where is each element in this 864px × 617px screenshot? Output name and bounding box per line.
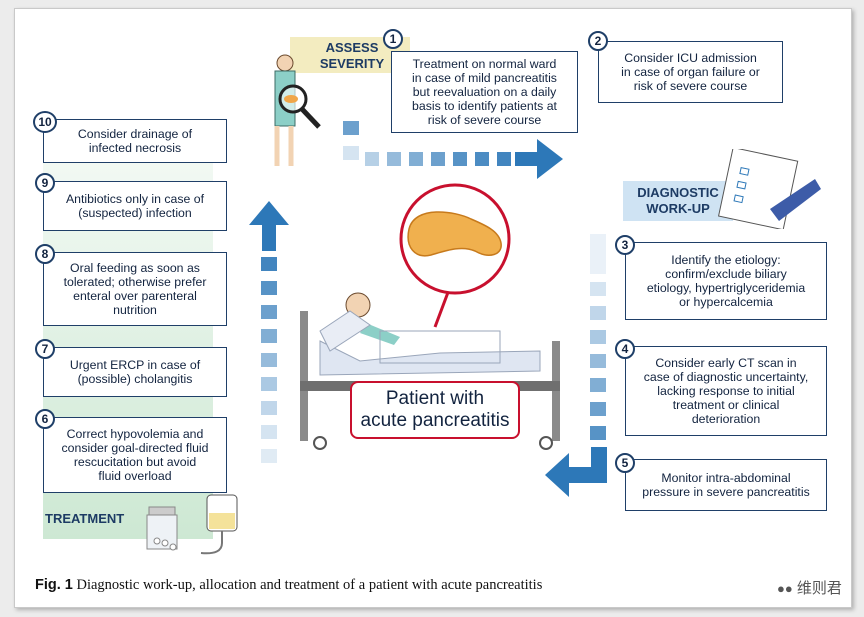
flow-square <box>590 306 606 320</box>
step-number-10: 10 <box>33 111 57 133</box>
flow-square <box>453 152 467 166</box>
center-title-line: Patient with <box>385 388 485 409</box>
flow-arrow-down-left-icon <box>545 447 607 497</box>
center-title-line: acute pancreatitis <box>360 410 510 431</box>
doctor-magnifier-icon <box>274 54 321 166</box>
pancreas-icon <box>407 211 502 257</box>
flow-square <box>387 152 401 166</box>
flow-square <box>261 281 277 295</box>
flow-square <box>409 152 423 166</box>
step-box-9: Antibiotics only in case of(suspected) i… <box>43 181 227 231</box>
flow-square <box>590 282 606 296</box>
flow-square <box>261 449 277 463</box>
flow-square <box>590 354 606 368</box>
iv-bag-icon <box>200 494 238 555</box>
step-number-6: 6 <box>35 409 55 429</box>
step-number-1: 1 <box>383 29 403 49</box>
flow-square <box>261 377 277 391</box>
flow-square <box>343 121 359 135</box>
flow-square <box>431 152 445 166</box>
pancreas-bubble <box>399 183 511 328</box>
flow-square <box>261 257 277 271</box>
flow-arrow-up-icon <box>249 201 289 251</box>
flow-square <box>590 330 606 344</box>
step-box-3: Identify the etiology:confirm/exclude bi… <box>625 242 827 320</box>
hospital-bed-icon <box>300 292 560 450</box>
caption-text: Diagnostic work-up, allocation and treat… <box>76 577 543 593</box>
step-number-8: 8 <box>35 244 55 264</box>
flow-square <box>343 146 359 160</box>
treatment-label: TREATMENT <box>45 511 125 526</box>
flow-square <box>590 378 606 392</box>
step-number-9: 9 <box>35 173 55 193</box>
flow-square <box>261 401 277 415</box>
pill-jar-icon <box>146 506 178 551</box>
step-number-5: 5 <box>615 453 635 473</box>
center-patient-box: Patient with acute pancreatitis <box>350 381 520 439</box>
wechat-icon: ●● <box>777 581 793 596</box>
watermark: ●● 维则君 <box>777 577 842 598</box>
diagnostic-stripe <box>623 181 733 221</box>
watermark-text: 维则君 <box>796 580 842 597</box>
step-number-2: 2 <box>588 31 608 51</box>
flow-square <box>497 152 511 166</box>
step-number-7: 7 <box>35 339 55 359</box>
step-box-7: Urgent ERCP in case of(possible) cholang… <box>43 347 227 397</box>
flow-square <box>590 402 606 416</box>
flow-square <box>365 152 379 166</box>
clipboard-checklist-icon <box>717 149 821 229</box>
flow-square <box>590 234 606 274</box>
step-number-4: 4 <box>615 339 635 359</box>
step-number-3: 3 <box>615 235 635 255</box>
flow-square <box>475 152 489 166</box>
figure-caption: Fig. 1 Diagnostic work-up, allocation an… <box>35 577 542 594</box>
flow-square <box>261 425 277 439</box>
caption-label: Fig. 1 <box>35 577 73 593</box>
flow-square <box>261 305 277 319</box>
flow-arrow-right-icon <box>515 139 563 179</box>
flow-square <box>590 426 606 440</box>
flow-square <box>261 353 277 367</box>
flow-square <box>261 329 277 343</box>
